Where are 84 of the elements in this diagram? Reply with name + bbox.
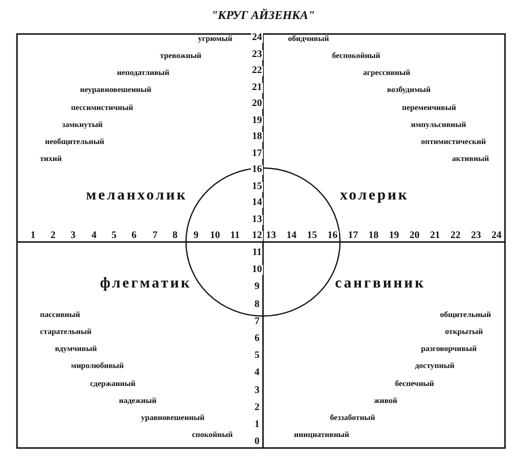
trait-label: спокойный [192,431,233,439]
trait-label: пассивный [40,311,80,319]
trait-label: общительный [440,311,492,319]
axis-tick-label: 15 [251,182,263,192]
trait-label: переменчивый [402,104,456,112]
axis-tick-label: 22 [450,231,462,241]
axis-tick-label: 20 [408,231,420,241]
axis-tick-label: 18 [251,132,263,142]
trait-label: сдержанный [90,380,136,388]
axis-tick-label: 23 [470,231,482,241]
axis-tick-label: 17 [251,148,263,158]
trait-label: оптимистический [421,138,486,146]
trait-label: открытый [445,328,483,336]
trait-label: тревожный [160,52,202,60]
axis-tick-label: 14 [251,198,263,208]
trait-label: миролюбивый [71,362,124,370]
trait-label: замкнутый [62,121,103,129]
axis-tick-label: 6 [130,231,138,241]
trait-label: доступный [415,362,454,370]
axis-tick-label: 19 [251,116,263,126]
axis-tick-label: 1 [254,420,260,430]
trait-label: импульсивный [411,121,466,129]
axis-tick-label: 3 [254,386,260,396]
trait-label: необщительный [45,138,104,146]
temperament-label: флегматик [100,276,192,292]
axis-tick-label: 21 [251,82,263,92]
axis-tick-label: 7 [152,231,158,241]
axis-tick-label: 9 [192,231,200,241]
trait-label: разговорчивый [421,345,477,353]
axis-tick-label: 6 [254,334,260,344]
trait-label: беспечный [395,380,434,388]
trait-label: обидчивый [288,35,329,43]
trait-label: активный [452,155,489,163]
axis-tick-label: 24 [251,33,263,43]
axis-tick-label: 2 [254,402,260,413]
axis-tick-label: 19 [388,231,400,241]
axis-tick-label: 1 [30,231,36,241]
axis-tick-label: 15 [306,231,318,241]
trait-label: беспокойный [332,52,380,60]
chart-title: "КРУГ АЙЗЕНКА" [211,9,315,21]
axis-tick-label: 13 [265,231,277,241]
axis-tick-label: 9 [254,282,260,292]
axis-tick-label: 16 [326,231,338,241]
axis-tick-label: 8 [254,300,260,310]
axis-tick-label: 24 [490,231,502,241]
trait-label: вдумчивый [55,345,97,353]
axis-tick-label: 8 [172,231,178,241]
axis-tick-label: 16 [251,165,263,175]
axis-tick-label: 7 [254,316,260,327]
trait-label: живой [374,397,398,405]
trait-label: надежный [119,397,156,405]
axis-tick-label: 14 [286,231,298,241]
axis-tick-label: 10 [251,265,263,276]
trait-label: агрессивный [363,69,410,77]
axis-tick-label: 22 [251,66,263,76]
axis-tick-label: 5 [254,351,260,362]
trait-label: старательный [40,328,92,336]
axis-tick-label: 13 [251,214,263,224]
trait-label: уравновешенный [141,414,204,422]
axis-tick-label: 20 [251,99,263,109]
axis-tick-label: 5 [110,231,118,241]
axis-tick-label: 3 [70,231,76,241]
trait-label: инициативный [294,431,350,439]
axis-tick-label: 18 [368,231,380,241]
axis-tick-label: 17 [347,231,359,241]
axis-tick-label: 2 [50,231,56,241]
axis-tick-label: 11 [229,231,241,241]
temperament-label: меланхолик [86,188,188,204]
trait-label: неуравновешенный [80,86,152,94]
trait-label: пессимистичный [71,104,134,112]
axis-tick-label: 10 [209,231,221,241]
trait-label: беззаботный [330,414,376,422]
axis-tick-label: 0 [254,437,260,448]
axis-tick-label: 11 [251,248,263,258]
trait-label: угрюмый [198,35,232,43]
trait-label: неподатливый [117,69,170,77]
axis-tick-label: 12 [251,231,263,241]
temperament-label: сангвиник [335,276,426,292]
axis-tick-label: 21 [429,231,441,241]
trait-label: возбудимый [387,86,431,94]
temperament-label: холерик [340,188,409,204]
axis-tick-label: 23 [251,50,263,60]
trait-label: тихий [40,155,62,163]
axis-tick-label: 4 [90,231,98,241]
